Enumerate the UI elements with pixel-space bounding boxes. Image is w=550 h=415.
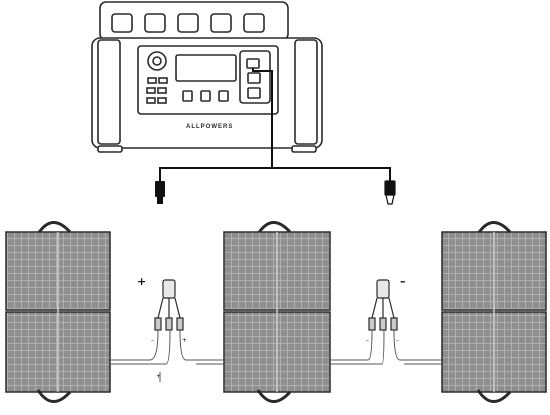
lead-label: – [151, 337, 154, 344]
lead-label: + [182, 337, 187, 344]
power-station [91, 1, 323, 153]
y-branch-connector-right [368, 279, 398, 331]
usb-port-icon [146, 97, 156, 104]
station-cable [159, 68, 391, 185]
panel-handle [476, 389, 512, 403]
side-panel-left [97, 39, 121, 145]
foot [97, 145, 123, 153]
panel-handle [256, 389, 292, 403]
mc4-plug-right [384, 180, 396, 205]
dc-port-icon [182, 90, 193, 102]
vent-slot [210, 13, 232, 33]
panel-handle [476, 221, 512, 235]
foot [291, 145, 317, 153]
usb-port-icon [157, 87, 167, 94]
usb-port-icon [157, 97, 167, 104]
lead-label: + [156, 373, 161, 380]
side-panel-right [294, 39, 318, 145]
ac-outlet-icon [247, 72, 261, 84]
ac-outlet-icon [247, 87, 261, 99]
mc4-plug-left [155, 181, 165, 204]
lcd-display [175, 54, 237, 82]
panel-wires [110, 329, 442, 382]
panel-handle [256, 221, 292, 235]
polarity-negative-label: – [400, 275, 406, 288]
y-branch-connector-left [154, 279, 184, 331]
polarity-positive-label: + [137, 275, 146, 288]
lead-label: – [366, 337, 369, 344]
usb-port-icon [158, 77, 168, 84]
usb-port-icon [146, 87, 156, 94]
solar-panel-3 [441, 221, 547, 403]
dc-port-icon [200, 90, 211, 102]
solar-panel-2 [223, 221, 331, 403]
usb-port-icon [147, 77, 157, 84]
dc-port-icon [218, 90, 229, 102]
lead-label: – [396, 337, 399, 344]
vent-slot [144, 13, 166, 33]
vent-slot [111, 13, 133, 33]
vent-slot [177, 13, 199, 33]
panel-handle [36, 389, 72, 403]
brand-label: ALLPOWERS [186, 124, 233, 130]
vent-slot [243, 13, 265, 33]
solar-panel-1 [5, 221, 111, 403]
solar-input-port-icon [246, 58, 260, 69]
panel-handle [36, 221, 72, 235]
